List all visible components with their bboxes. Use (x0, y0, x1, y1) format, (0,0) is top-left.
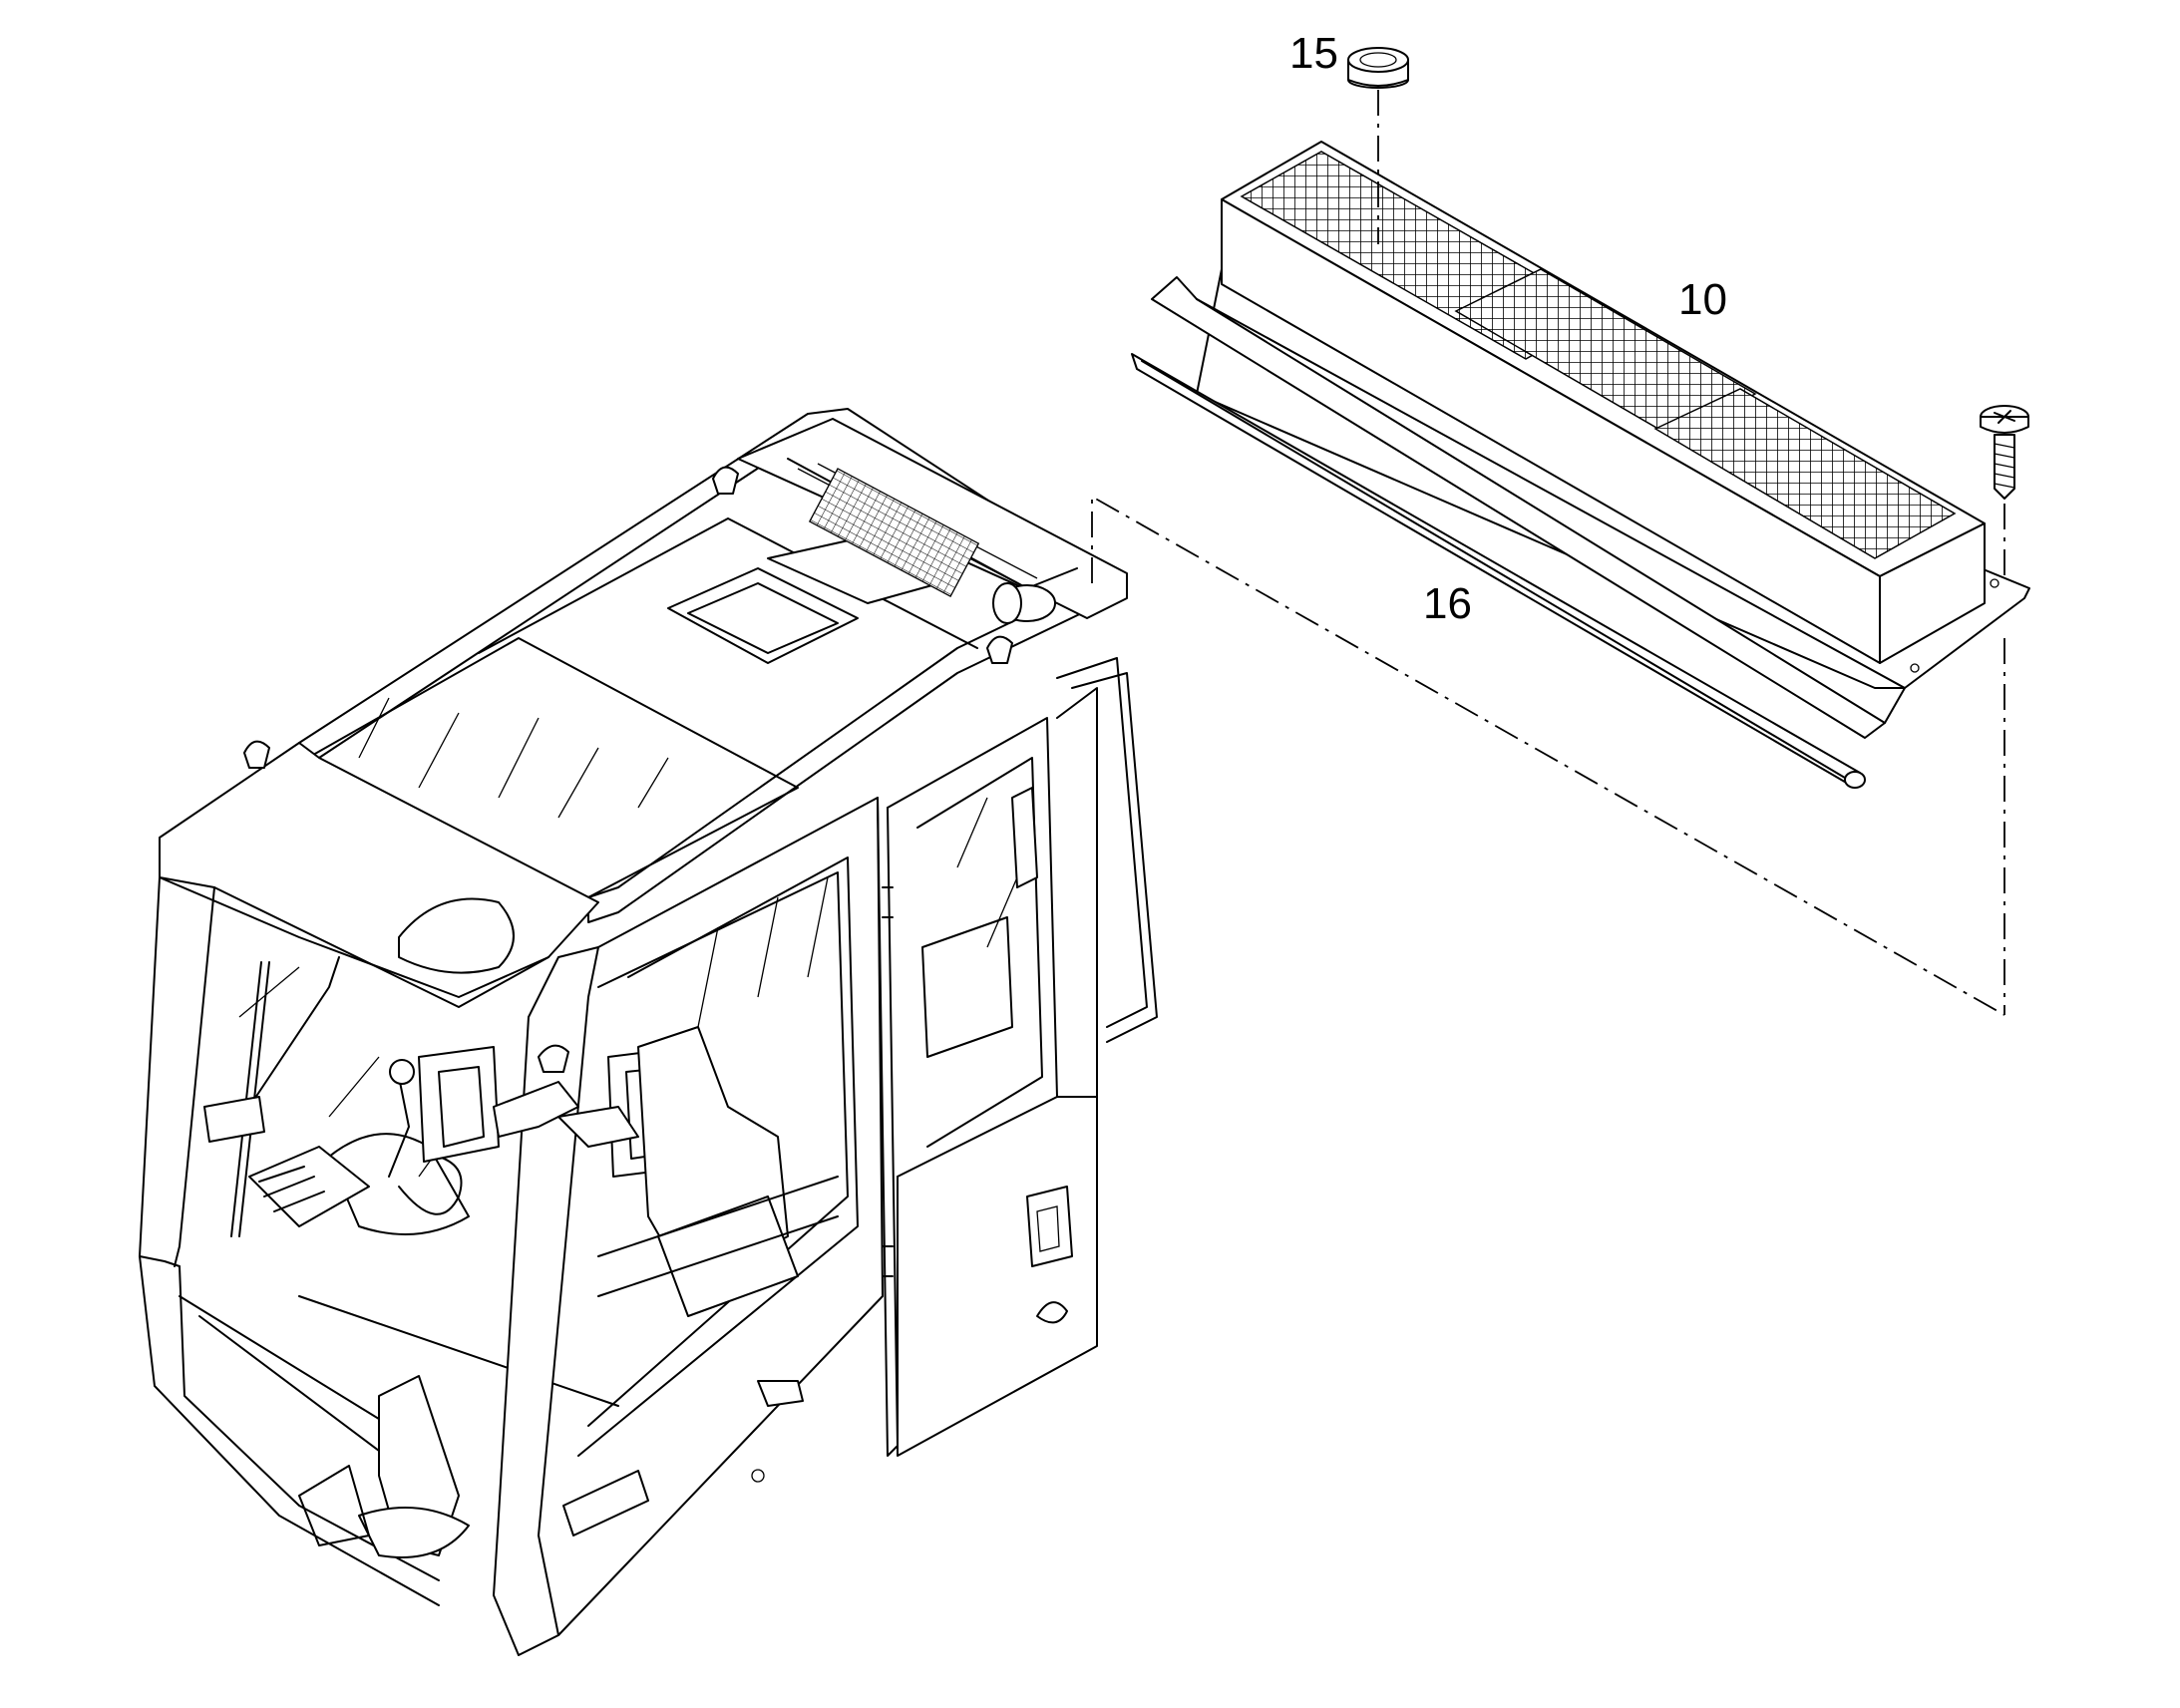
callout-15: 15 (1289, 29, 1338, 78)
plug (1347, 47, 1409, 89)
air-vent-assembly (1196, 141, 2030, 689)
callout-16: 16 (1423, 579, 1472, 628)
callout-10: 10 (1678, 275, 1727, 324)
assembly-lines (1091, 90, 2005, 1016)
screw (1980, 405, 2029, 500)
weather-strip (1131, 276, 1906, 789)
operator-cab (139, 408, 1158, 1656)
